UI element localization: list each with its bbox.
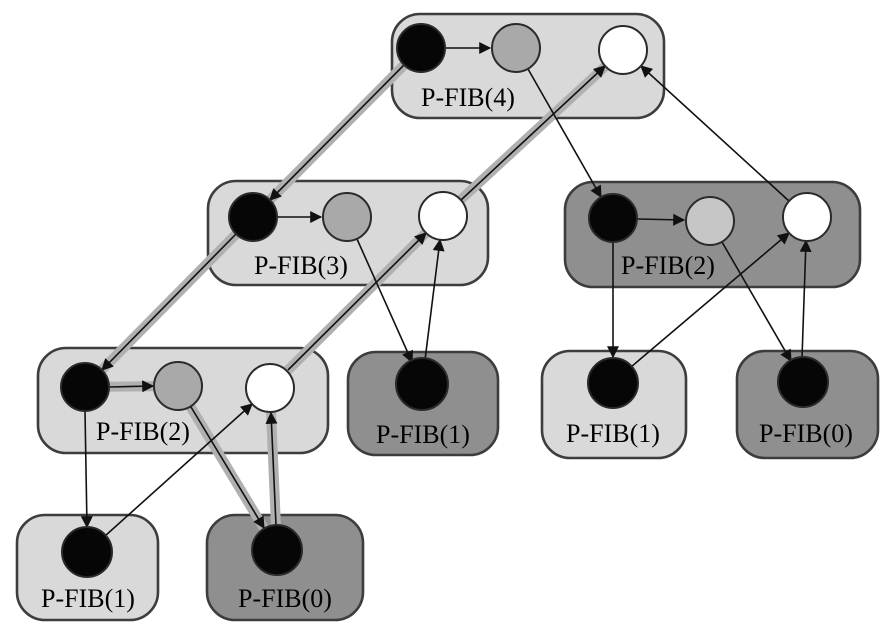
pfib0-bottom-label: P-FIB(0) bbox=[238, 584, 332, 613]
edge-return-p0l-p2l bbox=[265, 411, 278, 526]
edge-spawn-p4-p3 bbox=[269, 64, 405, 201]
edge-continuation-p2r bbox=[636, 213, 686, 226]
strand-p2l-white bbox=[245, 363, 295, 413]
strand-p4-white bbox=[598, 25, 648, 75]
strand-p0l-black bbox=[251, 524, 303, 576]
edge-call-p2r-p0r bbox=[721, 241, 792, 363]
edge-return-p1l-p2l bbox=[104, 403, 253, 537]
pfib0-right-label: P-FIB(0) bbox=[759, 419, 853, 448]
pfib3-label: P-FIB(3) bbox=[254, 251, 348, 280]
edge-return-p0r-p2r bbox=[799, 239, 812, 359]
edge-call-p4-p2r bbox=[527, 68, 602, 199]
strand-p2r-black bbox=[588, 193, 638, 243]
strand-p2l-gray bbox=[153, 361, 203, 411]
strand-p3-black bbox=[228, 192, 278, 242]
pfib1-mid-label: P-FIB(1) bbox=[376, 420, 470, 449]
pfib1-right-label: P-FIB(1) bbox=[566, 419, 660, 448]
edge-call-p3-p1m bbox=[356, 238, 414, 364]
pfib2-right-label: P-FIB(2) bbox=[621, 251, 715, 280]
strand-p1m-black bbox=[395, 357, 449, 411]
pfib2-left-label: P-FIB(2) bbox=[96, 417, 190, 446]
edge-return-p3-p4 bbox=[460, 65, 606, 201]
edge-spawn-p3-p2l bbox=[101, 233, 237, 371]
edge-return-p1m-p3 bbox=[424, 238, 445, 361]
strand-p3-white bbox=[418, 191, 468, 241]
edge-continuation-p2l bbox=[109, 380, 155, 393]
edge-return-p1r-p2r bbox=[630, 232, 790, 368]
strand-p2l-black bbox=[60, 362, 110, 412]
pfib1-bottom-label: P-FIB(1) bbox=[41, 584, 135, 613]
pfib4-label: P-FIB(4) bbox=[421, 83, 515, 112]
strand-p2r-gray bbox=[685, 196, 735, 246]
edge-spawn-p2l-p1l bbox=[80, 410, 93, 529]
strand-p3-gray bbox=[322, 192, 372, 242]
strand-p4-gray bbox=[491, 23, 541, 73]
strand-p1l-black bbox=[61, 526, 113, 578]
edge-call-p2l-p0l bbox=[190, 406, 265, 530]
strand-p2r-white bbox=[782, 192, 832, 242]
edge-return-p2l-p3 bbox=[287, 232, 427, 371]
strand-p0r-black bbox=[777, 356, 829, 408]
edge-return-p2r-p4 bbox=[640, 65, 790, 202]
strand-p1r-black bbox=[587, 357, 639, 409]
strand-p4-black bbox=[396, 23, 446, 73]
